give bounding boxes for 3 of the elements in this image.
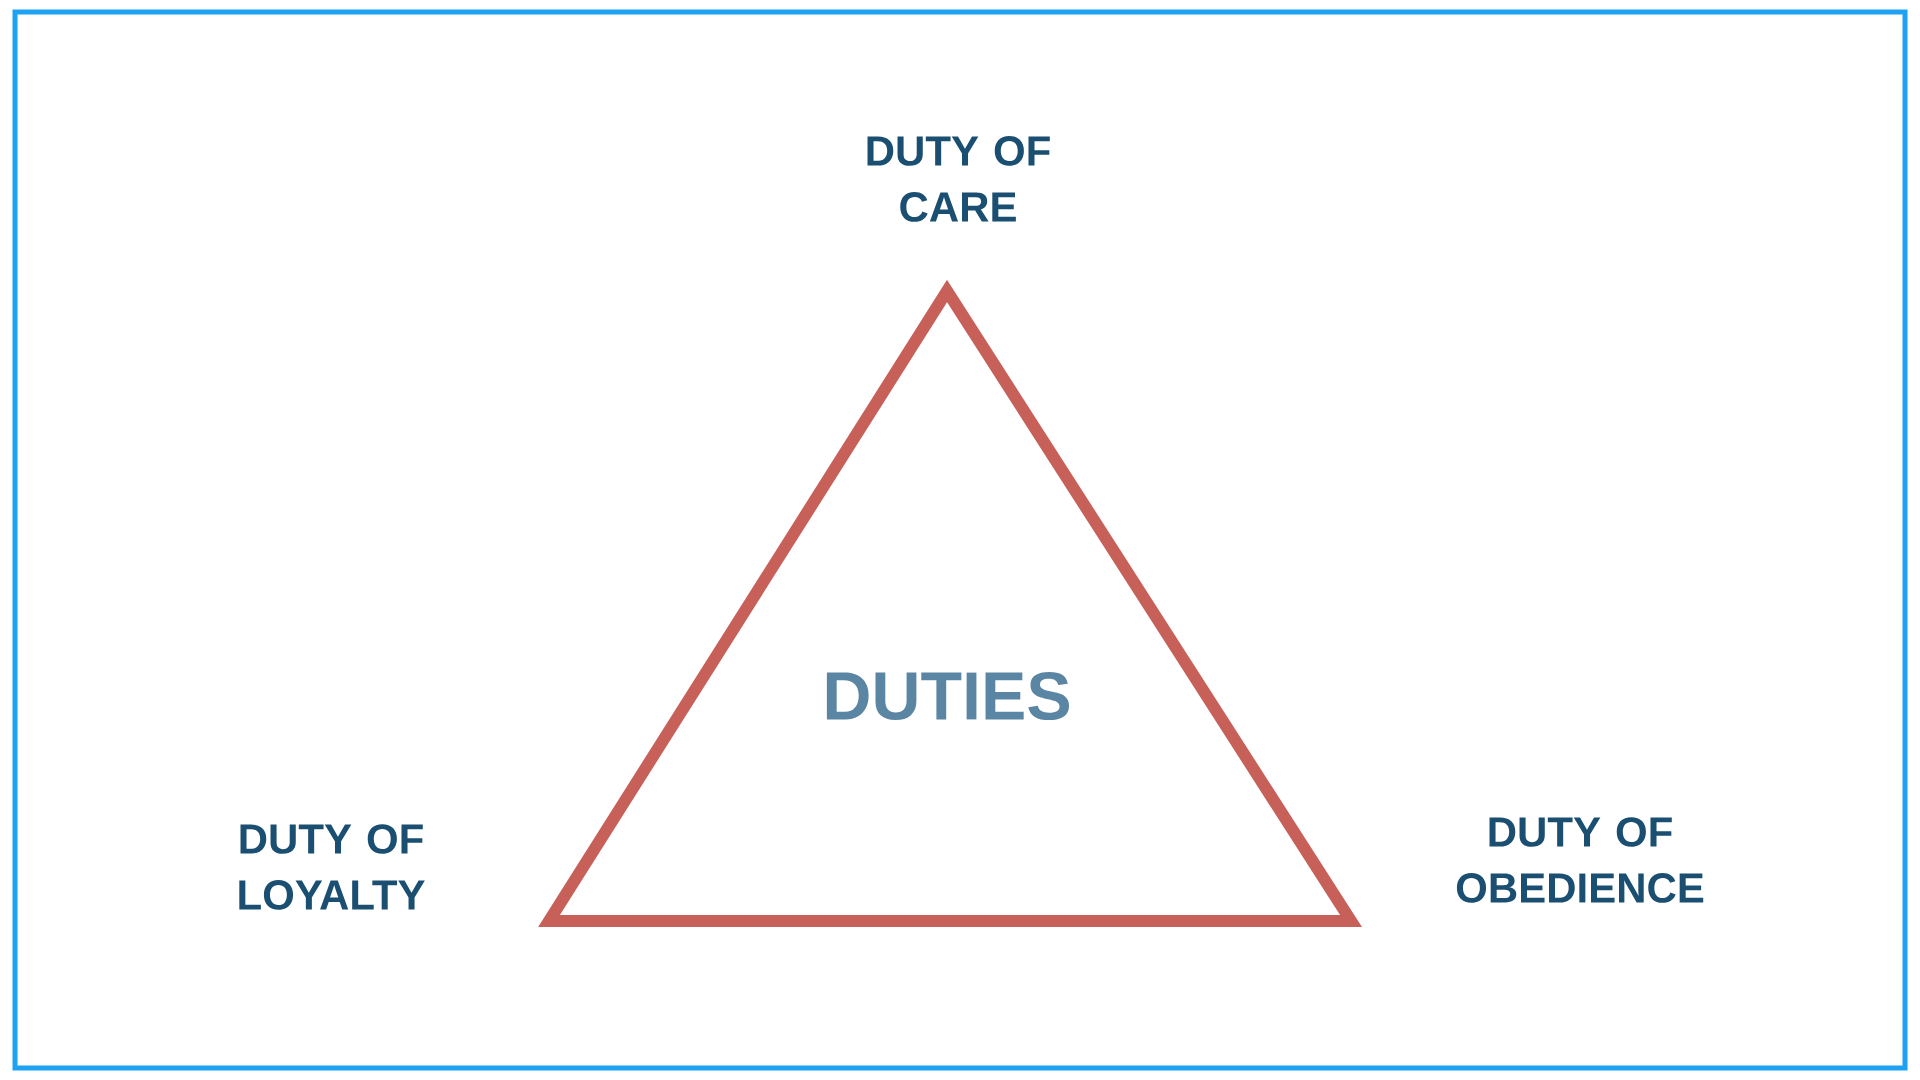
vertex-label: DUTY OF LOYALTY [239,824,425,910]
vertex-label: DUTY OF OBEDIENCE [1456,817,1704,903]
vertex-label: DUTY OF CARE [867,136,1050,222]
